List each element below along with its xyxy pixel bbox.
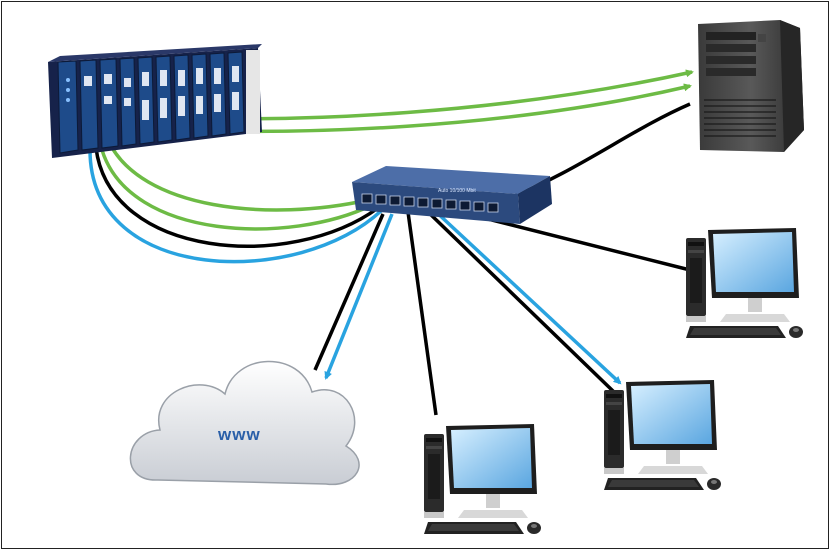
blue-cable-switch-pc-middle — [432, 208, 622, 385]
network-switch-icon: Auto 10/100 Mbit — [352, 166, 552, 224]
desktop-pc-icon — [604, 380, 721, 490]
blue-cable-switch-cloud — [324, 213, 394, 380]
black-cable-switch-pc-bottom — [406, 211, 438, 416]
black-cable-rack-switch — [94, 147, 380, 248]
switch-label: Auto 10/100 Mbit — [438, 188, 476, 194]
blue-cable-rack-switch — [88, 149, 384, 264]
green-cable-rack-switch-2 — [100, 149, 373, 231]
server-tower-icon — [698, 20, 804, 152]
rack-controller-icon — [48, 44, 262, 158]
internet-cloud-icon: www — [129, 360, 360, 486]
black-cable-switch-pc-middle — [424, 208, 616, 394]
desktop-pc-icon — [424, 424, 541, 534]
black-cable-switch-cloud — [313, 213, 385, 371]
cloud-label: www — [217, 425, 261, 444]
green-cable-rack-switch-1 — [106, 139, 370, 212]
desktop-pc-icon — [686, 228, 803, 338]
